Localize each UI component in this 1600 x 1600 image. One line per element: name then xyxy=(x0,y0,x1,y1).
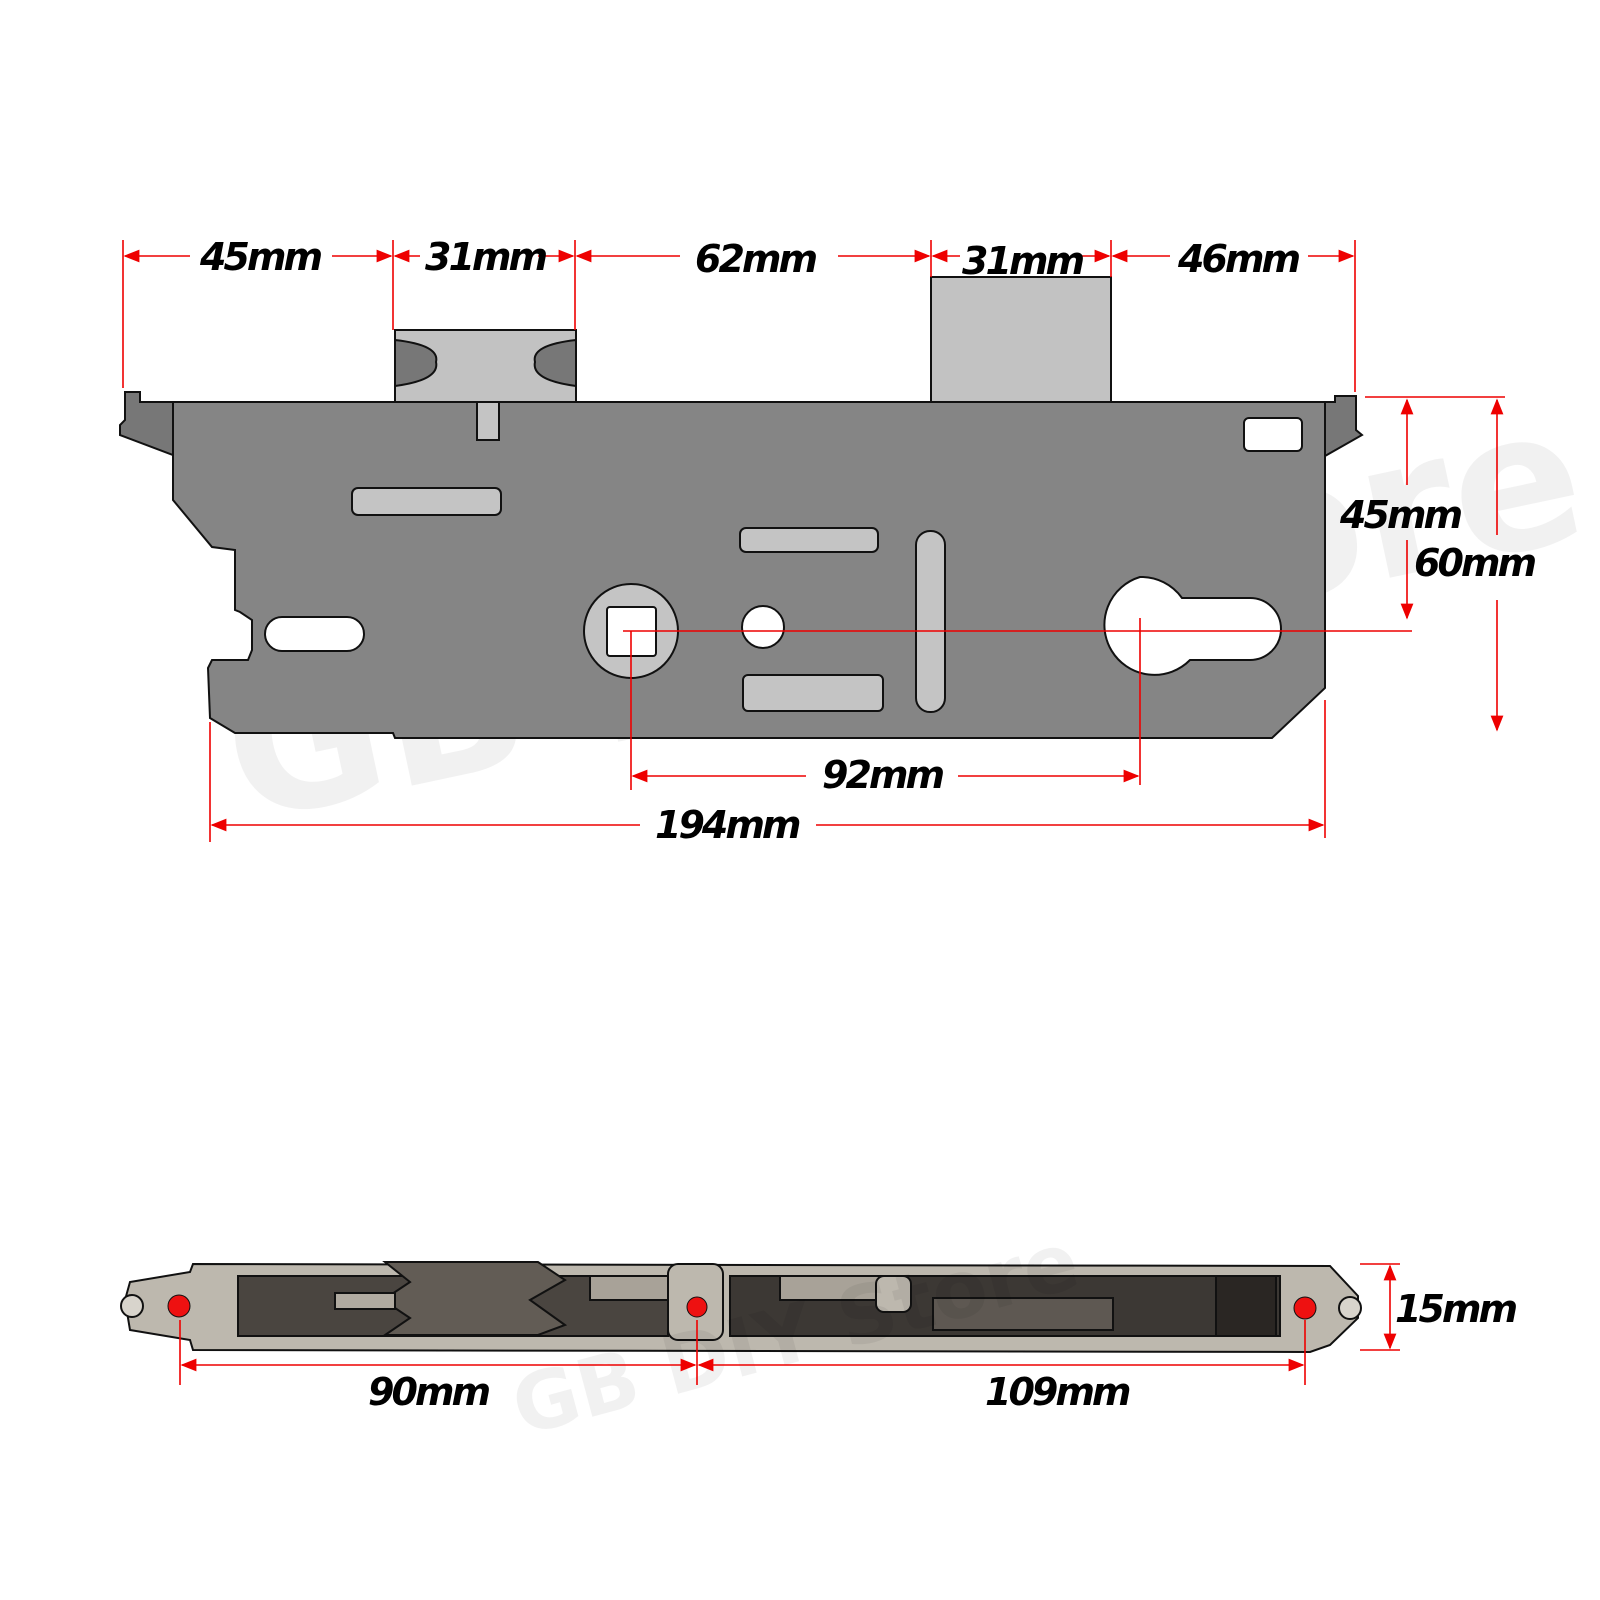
deadbolt xyxy=(930,276,1112,405)
dim-length: 194mm xyxy=(655,803,800,847)
dim-top-2: 31mm xyxy=(425,235,546,279)
left-ear xyxy=(119,391,174,457)
latch-bevel-left xyxy=(394,338,438,388)
lock-plate xyxy=(172,401,1326,739)
slot-top-middle xyxy=(739,527,879,553)
screw-hole xyxy=(741,605,785,649)
follower-tab xyxy=(476,401,500,441)
side-dimensions: 90mm 109mm 15mm xyxy=(179,1263,1519,1414)
dim-top-4: 31mm xyxy=(962,239,1083,283)
front-dimensions: 45mm 31mm 62mm 31mm 46mm 45mm 60mm 92mm … xyxy=(122,235,1538,847)
side-part-2 xyxy=(589,1275,669,1301)
dim-centres: 92mm xyxy=(822,753,943,797)
slot-top-right xyxy=(1243,417,1303,452)
dim-height: 60mm xyxy=(1414,541,1535,585)
dim-side-right: 109mm xyxy=(985,1370,1130,1414)
slot-left xyxy=(264,616,365,652)
screw-point-right xyxy=(1293,1296,1317,1320)
side-part-3 xyxy=(875,1275,912,1313)
end-pin-left xyxy=(120,1294,144,1318)
cylinder-keyhole xyxy=(1103,575,1282,676)
screw-point-middle xyxy=(686,1296,708,1318)
dim-top-5: 46mm xyxy=(1177,237,1299,281)
right-ear xyxy=(1324,395,1364,458)
slot-top-left xyxy=(351,487,502,516)
front-view xyxy=(119,276,1364,739)
slot-bottom-middle xyxy=(742,674,884,712)
slot-vertical xyxy=(915,530,946,713)
dim-top-1: 45mm xyxy=(199,235,321,279)
end-pin-right xyxy=(1338,1296,1362,1320)
side-stop xyxy=(334,1292,396,1310)
dim-backset: 45mm xyxy=(1339,493,1461,537)
screw-point-left xyxy=(167,1294,191,1318)
dim-top-3: 62mm xyxy=(695,237,816,281)
side-part-4 xyxy=(1215,1275,1277,1337)
side-view xyxy=(120,1261,1362,1354)
dim-thickness: 15mm xyxy=(1395,1287,1516,1331)
dim-side-left: 90mm xyxy=(368,1370,489,1414)
side-deadbolt xyxy=(932,1297,1114,1331)
latch-bevel-right xyxy=(533,338,577,388)
